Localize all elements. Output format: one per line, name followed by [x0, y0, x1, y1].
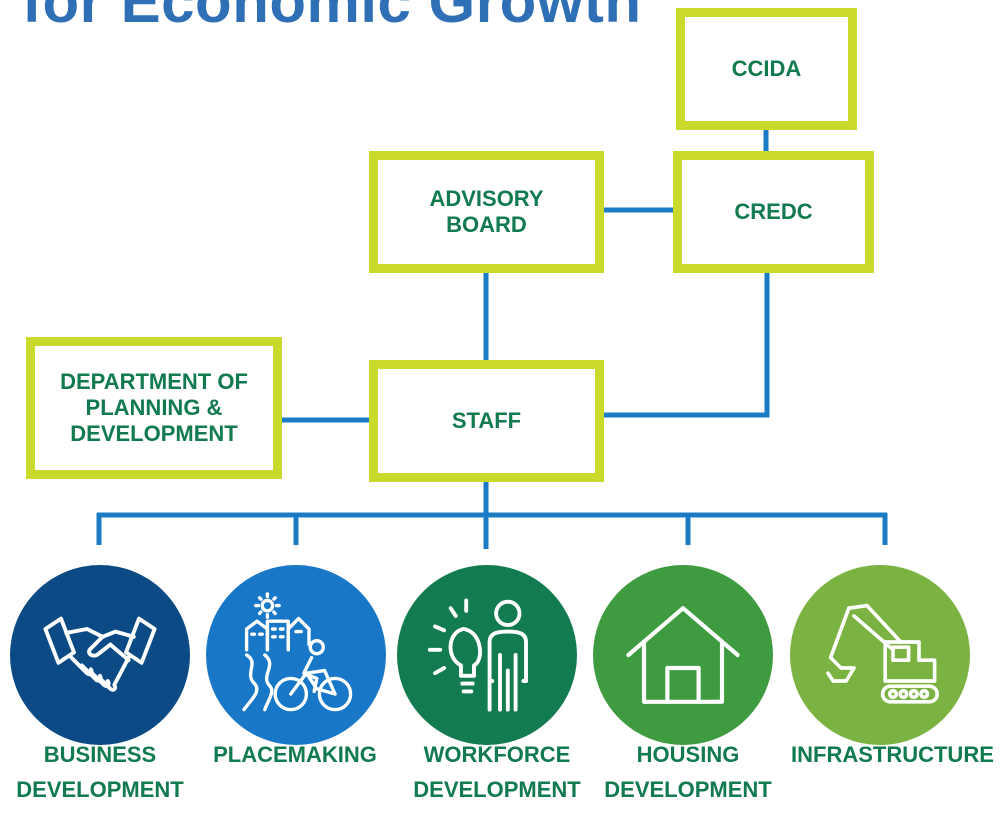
page-title: for Economic Growth [22, 0, 642, 35]
person-lightbulb-icon [427, 598, 528, 712]
credc-label: CREDC [734, 199, 813, 224]
placemaking-circle [206, 565, 386, 745]
placemaking-label: PLACEMAKING [213, 742, 377, 767]
infrastructure-circle [790, 565, 970, 745]
house-icon [626, 606, 740, 704]
workforce-development-circle [397, 565, 577, 745]
advisory-board-box: ADVISORY BOARD [369, 151, 604, 273]
department-box: DEPARTMENT OF PLANNING & DEVELOPMENT [26, 337, 282, 479]
ccida-label: CCIDA [731, 56, 802, 81]
housing-development-circle [593, 565, 773, 745]
credc-box: CREDC [673, 151, 874, 273]
housing-development-label: HOUSING DEVELOPMENT [604, 742, 772, 802]
ccida-box: CCIDA [676, 8, 857, 130]
town-cyclist-icon [242, 592, 353, 712]
staff-box: STAFF [369, 360, 604, 482]
staff-label: STAFF [451, 408, 522, 433]
business-development-circle [10, 565, 190, 745]
connector-credc-staff [602, 268, 770, 418]
handshake-icon [43, 616, 157, 692]
department-label: DEPARTMENT OF PLANNING & DEVELOPMENT [60, 369, 248, 446]
advisory-board-label: ADVISORY BOARD [429, 186, 544, 237]
excavator-icon [826, 603, 940, 704]
workforce-development-label: WORKFORCE DEVELOPMENT [413, 742, 581, 802]
infrastructure-label: INFRASTRUCTURE [791, 742, 994, 767]
business-development-label: BUSINESS DEVELOPMENT [16, 742, 184, 802]
